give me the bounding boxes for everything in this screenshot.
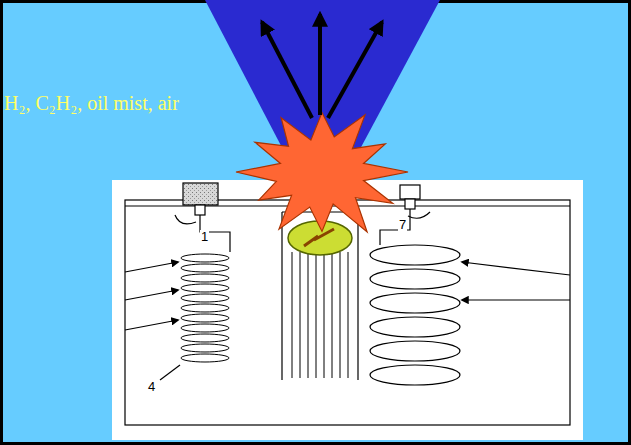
- coil-winding-part: [370, 317, 460, 337]
- coil-winding-part: [181, 344, 229, 352]
- transformer-tank-part: [357, 212, 358, 380]
- coil-winding-part: [370, 269, 460, 289]
- transformer-tank-part: [125, 262, 178, 272]
- transformer-tank-part: [125, 200, 570, 425]
- blast-arrows-part: [328, 22, 382, 118]
- transformer-tank-part: [195, 205, 205, 215]
- coil-winding-part: [181, 264, 229, 272]
- transformer-tank: [125, 183, 570, 425]
- coil-winding: [370, 245, 460, 385]
- coil-winding-part: [181, 304, 229, 312]
- coil-winding-part: [181, 274, 229, 282]
- transformer-core-part: [340, 252, 341, 378]
- transformer-tank-part: [380, 209, 410, 245]
- coil-winding-part: [181, 314, 229, 322]
- callout-number: 7: [398, 218, 407, 232]
- coil-winding-part: [181, 354, 229, 362]
- transformer-tank-part: [175, 215, 196, 224]
- transformer-tank-part: [281, 212, 282, 380]
- coil-winding: [181, 254, 229, 362]
- transformer-panel: [112, 180, 583, 440]
- transformer-tank-part: [462, 299, 570, 300]
- arc-spark: [304, 229, 334, 246]
- blast-arrows-part: [262, 22, 312, 118]
- coil-winding-part: [181, 254, 229, 262]
- transformer-tank-part: [160, 365, 180, 380]
- transformer-core-part: [332, 252, 333, 378]
- transformer-core-part: [348, 252, 349, 378]
- callout-number: 1: [200, 230, 209, 244]
- transformer-tank-part: [408, 212, 430, 218]
- coil-winding-part: [370, 293, 460, 313]
- coil-winding-part: [370, 341, 460, 361]
- transformer-tank-part: [125, 290, 178, 300]
- coil-winding-part: [370, 365, 460, 385]
- blast-arrows: [262, 14, 382, 118]
- transformer-tank-part: [183, 183, 218, 205]
- coil-winding-part: [181, 284, 229, 292]
- transformer-core-part: [308, 252, 309, 378]
- transformer-core-part: [324, 252, 325, 378]
- transformer-core-part: [292, 252, 293, 378]
- explosion: [236, 113, 408, 232]
- transformer-tank-part: [400, 185, 420, 199]
- coil-winding-part: [181, 334, 229, 342]
- gas-label: H₂, C₂H₂, oil mist, air: [4, 92, 179, 114]
- transformer-tank-part: [200, 215, 230, 252]
- coil-winding-part: [370, 245, 460, 265]
- transformer-core-part: [316, 252, 317, 378]
- transformer-core-part: [300, 252, 301, 378]
- transformer-tank-part: [405, 199, 415, 209]
- transformer-tank-part: [125, 320, 178, 330]
- transformer-core: [292, 252, 348, 378]
- callout-number: 4: [147, 380, 156, 394]
- transformer-tank-part: [462, 262, 570, 275]
- coil-winding-part: [181, 294, 229, 302]
- coil-winding-part: [181, 324, 229, 332]
- blast-arrows-part: [318, 14, 322, 115]
